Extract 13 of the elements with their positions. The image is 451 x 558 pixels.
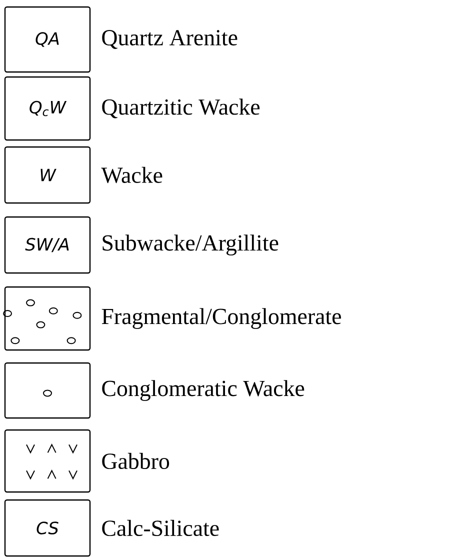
node-label: Conglomeratic Wacke [102,380,304,401]
symbol-box: QA [4,6,91,73]
node-label: Quartzitic Wacke [102,98,260,118]
node-label: Calc-Silicate [102,520,219,536]
symbol-box: CS [4,499,91,557]
node-label: Fragmental/Conglomerate [102,308,341,329]
symbol-box: SW/A [4,216,91,274]
node-label: Wacke [101,166,162,184]
node-label: Gabbro [102,452,170,470]
node-label: Subwacke/Argillite [102,234,278,256]
symbol-box: W [4,146,91,204]
node-label: Quartz Arenite [102,30,238,49]
symbol-box: Q$_{c}$W [4,76,91,141]
